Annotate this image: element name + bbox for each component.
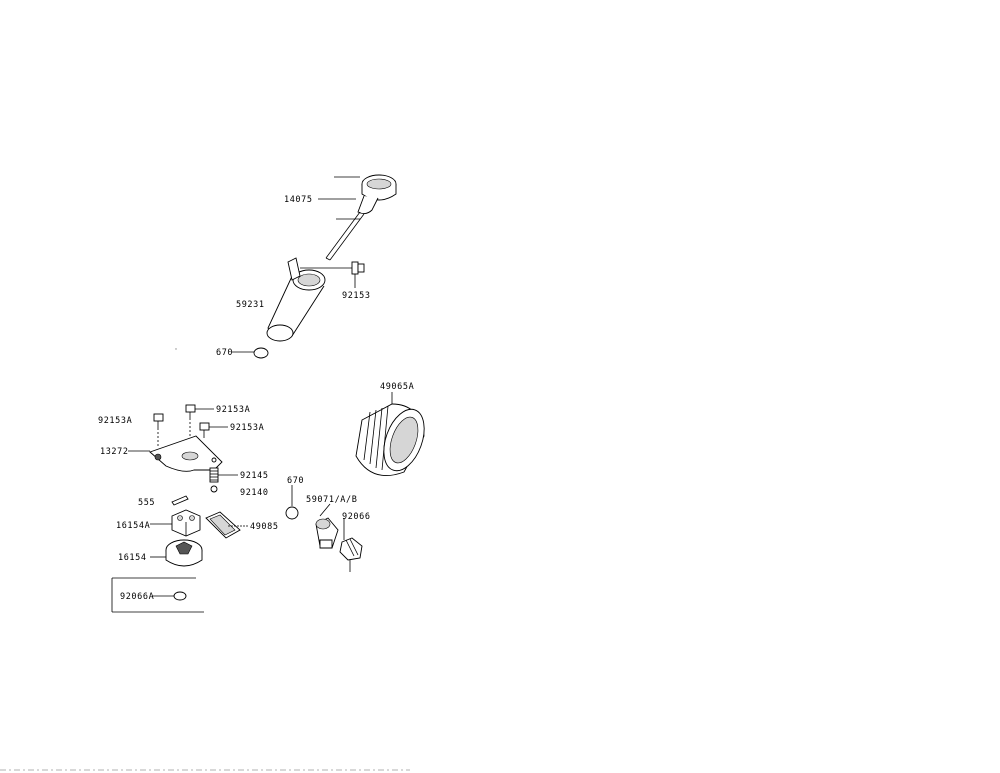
label-bolt-left: 92153A (98, 416, 132, 426)
oil-filter (355, 403, 425, 476)
label-spring: 92145 (240, 471, 269, 481)
label-pump-rotor: 16154 (118, 553, 147, 563)
label-tube-oring: 670 (216, 348, 233, 358)
label-filler-tube: 59231 (236, 300, 265, 310)
box-washer (173, 591, 187, 601)
pin (171, 495, 189, 506)
callout-box (111, 577, 204, 613)
label-dipstick: 14075 (284, 195, 313, 205)
label-pin: 555 (138, 498, 155, 508)
label-screen: 49085 (250, 522, 279, 532)
pump-plate (149, 435, 223, 472)
tube-bolt (351, 261, 365, 288)
relief-spring (209, 467, 219, 483)
stray-dot (175, 348, 177, 350)
label-bolt-top: 92153A (216, 405, 250, 415)
pump-body (171, 509, 201, 537)
pump-rotor (165, 539, 203, 567)
label-pump-body: 16154A (116, 521, 150, 531)
label-ball: 92140 (240, 488, 269, 498)
union-fitting-leader (319, 503, 331, 517)
union-fitting (315, 517, 339, 549)
filler-tube (266, 257, 352, 342)
label-drain-plug: 92066 (342, 512, 371, 522)
label-oil-filter: 49065A (380, 382, 414, 392)
label-tube-bolt: 92153 (342, 291, 371, 301)
label-bolt-right: 92153A (230, 423, 264, 433)
label-box-part: 92066A (120, 592, 154, 602)
bolt-right (199, 422, 228, 438)
bolt-left (153, 413, 164, 446)
drain-plug (339, 537, 363, 572)
label-union-oring: 670 (287, 476, 304, 486)
union-oring (285, 506, 299, 520)
label-plate: 13272 (100, 447, 129, 457)
tube-oring (253, 347, 269, 359)
label-union-fitting: 59071/A/B (306, 495, 357, 505)
relief-ball (210, 485, 218, 493)
bolt-top (185, 404, 214, 436)
dipstick (325, 174, 397, 261)
oil-screen (205, 511, 241, 539)
